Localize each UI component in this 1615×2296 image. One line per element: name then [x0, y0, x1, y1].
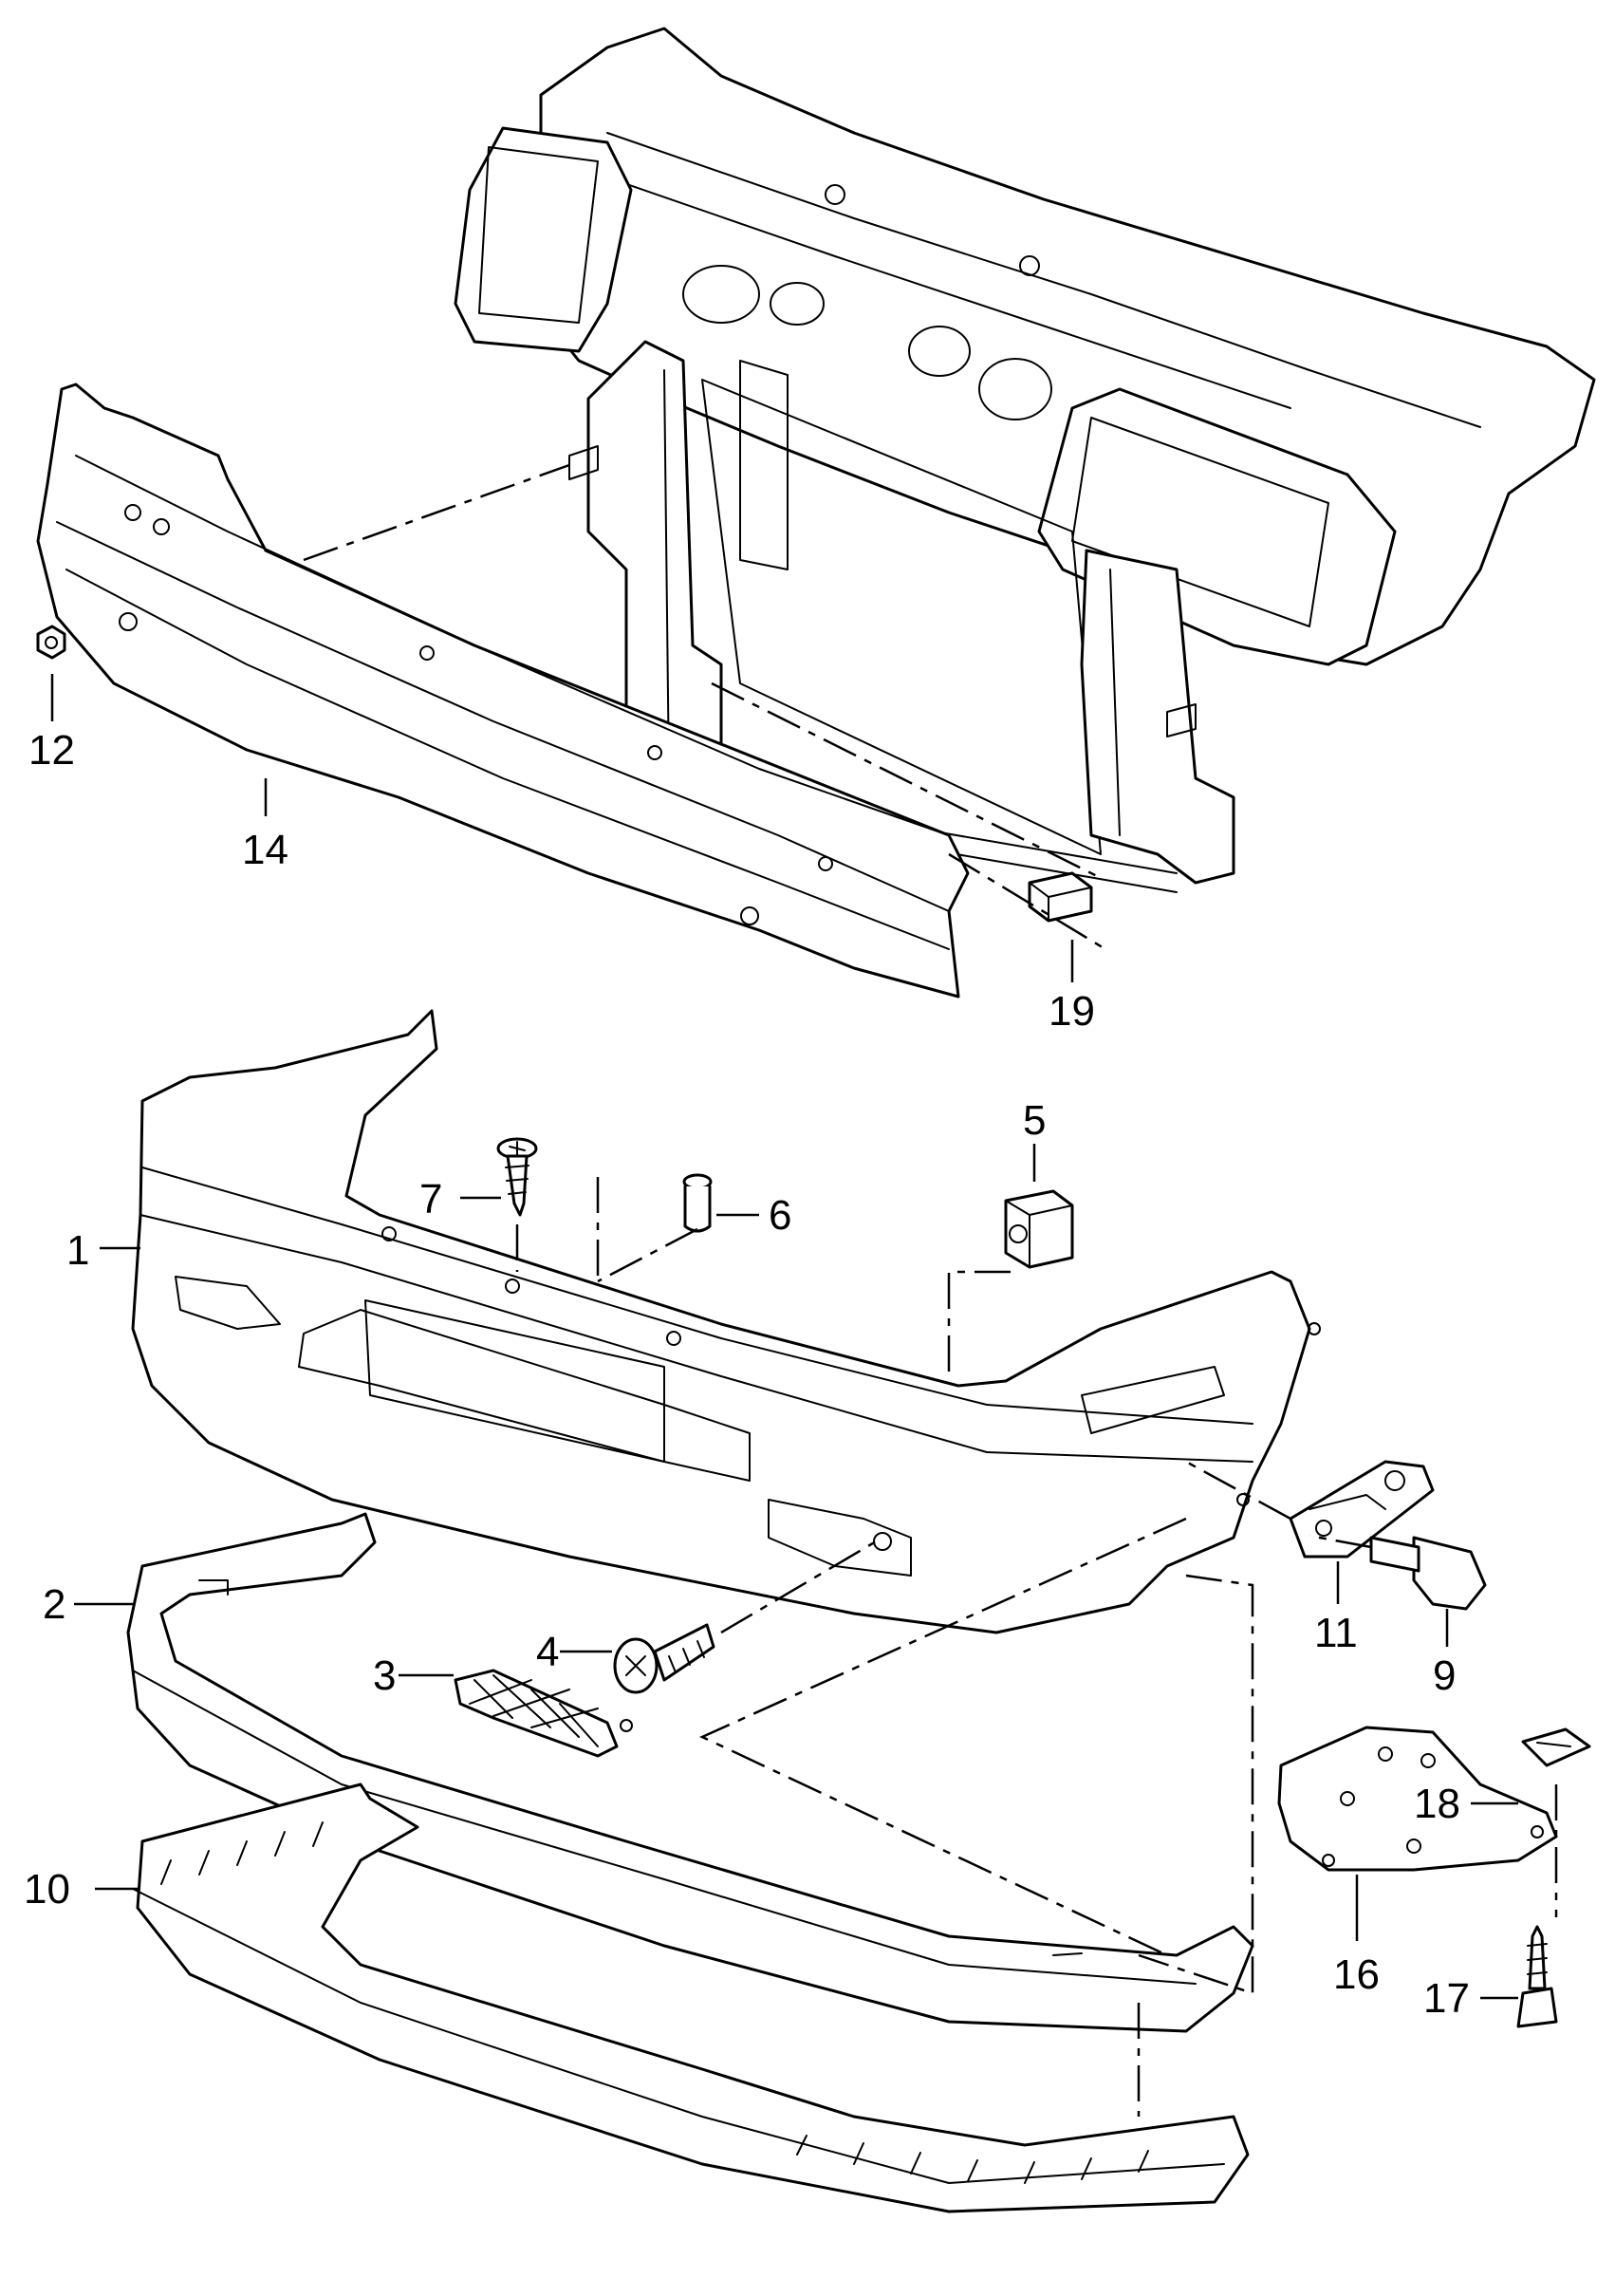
- callout-10: 10: [24, 1866, 70, 1913]
- callout-2: 2: [43, 1581, 65, 1628]
- callout-6: 6: [769, 1192, 791, 1239]
- front-end-carrier: [454, 27, 1596, 893]
- callout-17: 17: [1423, 1975, 1470, 2022]
- callout-14: 14: [242, 827, 288, 873]
- callout-18: 18: [1414, 1781, 1460, 1827]
- callout-7: 7: [419, 1176, 442, 1223]
- screw-7: [496, 1137, 538, 1217]
- callout-11: 11: [1314, 1610, 1358, 1656]
- clip-19: [1028, 871, 1093, 923]
- bracket-11: [1289, 1460, 1435, 1559]
- callout-12: 12: [28, 727, 75, 774]
- screw-4: [613, 1623, 715, 1694]
- leader-lines: [50, 674, 1518, 2000]
- lower-trim: [132, 1783, 1250, 2213]
- callout-1: 1: [66, 1227, 89, 1274]
- cover-plate-16: [1277, 1726, 1558, 1872]
- bumper-reinforcement: [36, 383, 970, 999]
- grille-insert-3: [454, 1669, 633, 1758]
- callout-3: 3: [373, 1652, 396, 1699]
- callout-16: 16: [1333, 1951, 1380, 1998]
- hex-nut-12: [36, 625, 66, 660]
- callout-9: 9: [1433, 1652, 1456, 1699]
- clip-nut-18: [1521, 1727, 1591, 1767]
- callout-5: 5: [1023, 1097, 1046, 1144]
- callout-19: 19: [1049, 988, 1095, 1035]
- bolt-9: [1369, 1536, 1487, 1611]
- callout-labels: 12 14 19 5 7 6 1 2 4 3 10 11 9 18 16 17: [24, 727, 1470, 2022]
- bumper-cover: [131, 1009, 1321, 1634]
- screw-17: [1516, 1925, 1558, 2028]
- callout-4: 4: [536, 1629, 559, 1675]
- assembly-lines: [303, 463, 1558, 2117]
- expansion-nut-6: [682, 1173, 713, 1233]
- clip-5: [1004, 1189, 1074, 1269]
